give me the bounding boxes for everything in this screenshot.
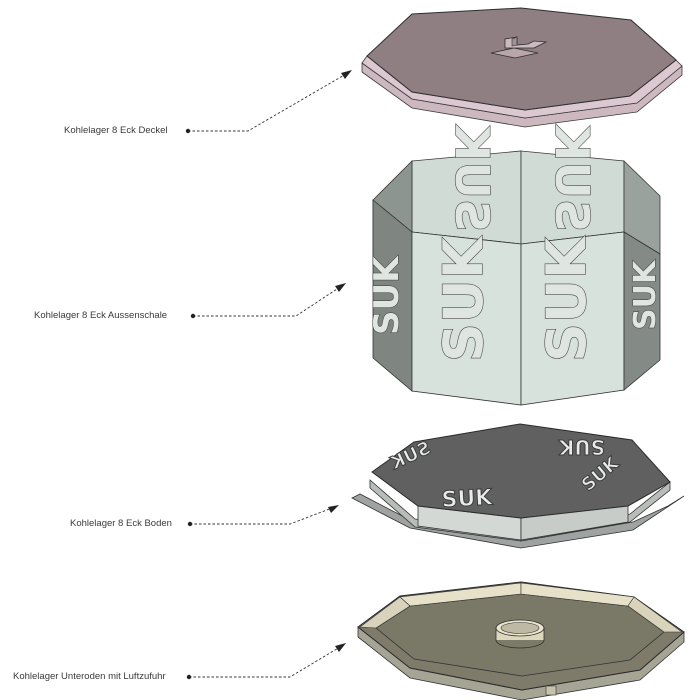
base-foot [545, 685, 557, 696]
arrowhead-shell [335, 283, 346, 292]
leader-base [189, 646, 341, 678]
base-inner-wall-right [627, 596, 683, 633]
shell-inner-engraving-left: SUK [445, 124, 499, 232]
label-lid: Kohlelager 8 Eck Deckel [64, 125, 168, 136]
bottom-top-face [371, 423, 671, 519]
leader-dot-shell [190, 313, 196, 319]
shell-inner-engraving-right: SUK [545, 124, 599, 232]
leader-shell [193, 286, 341, 317]
label-bottom: Kohlelager 8 Eck Boden [70, 518, 172, 529]
lid-top-face [366, 7, 677, 111]
air-inlet-pipe [495, 619, 545, 649]
leader-dot-lid [185, 128, 191, 134]
lid-part [361, 7, 683, 128]
bottom-engraving-back: SUK [557, 435, 605, 459]
base-inner-wall-left [359, 596, 411, 629]
base-part [357, 581, 685, 700]
shell-side-engraving-right: SUK [628, 259, 663, 330]
bottom-engraving-front: SUK [441, 485, 494, 513]
callout-leaders [188, 73, 347, 678]
arrowhead-base [335, 643, 346, 652]
leader-dots-and-arrows [185, 70, 352, 680]
shell-outer-engraving-left: SUK [432, 235, 495, 362]
arrowhead-lid [341, 70, 352, 79]
leader-dot-bottom [187, 521, 193, 527]
label-shell: Kohlelager 8 Eck Aussenschale [34, 310, 168, 321]
shell-panel-far-right [623, 231, 661, 391]
shell-side-engraving-left: SUK [367, 255, 407, 335]
lid-handle [490, 36, 548, 59]
label-base: Kohlelager Unteroden mit Luftzufuhr [13, 671, 166, 682]
arrowhead-bottom [328, 505, 339, 513]
shell-part: SUK SUK SUK SUK SUK SUK [366, 123, 664, 406]
bottom-flange [351, 493, 685, 549]
shell-outer-engraving-right: SUK [535, 235, 598, 362]
leader-lid [188, 73, 347, 132]
leader-bottom [190, 507, 333, 525]
leader-dot-base [186, 674, 192, 680]
bottom-part: SUK SUK SUK SUK [351, 423, 685, 549]
